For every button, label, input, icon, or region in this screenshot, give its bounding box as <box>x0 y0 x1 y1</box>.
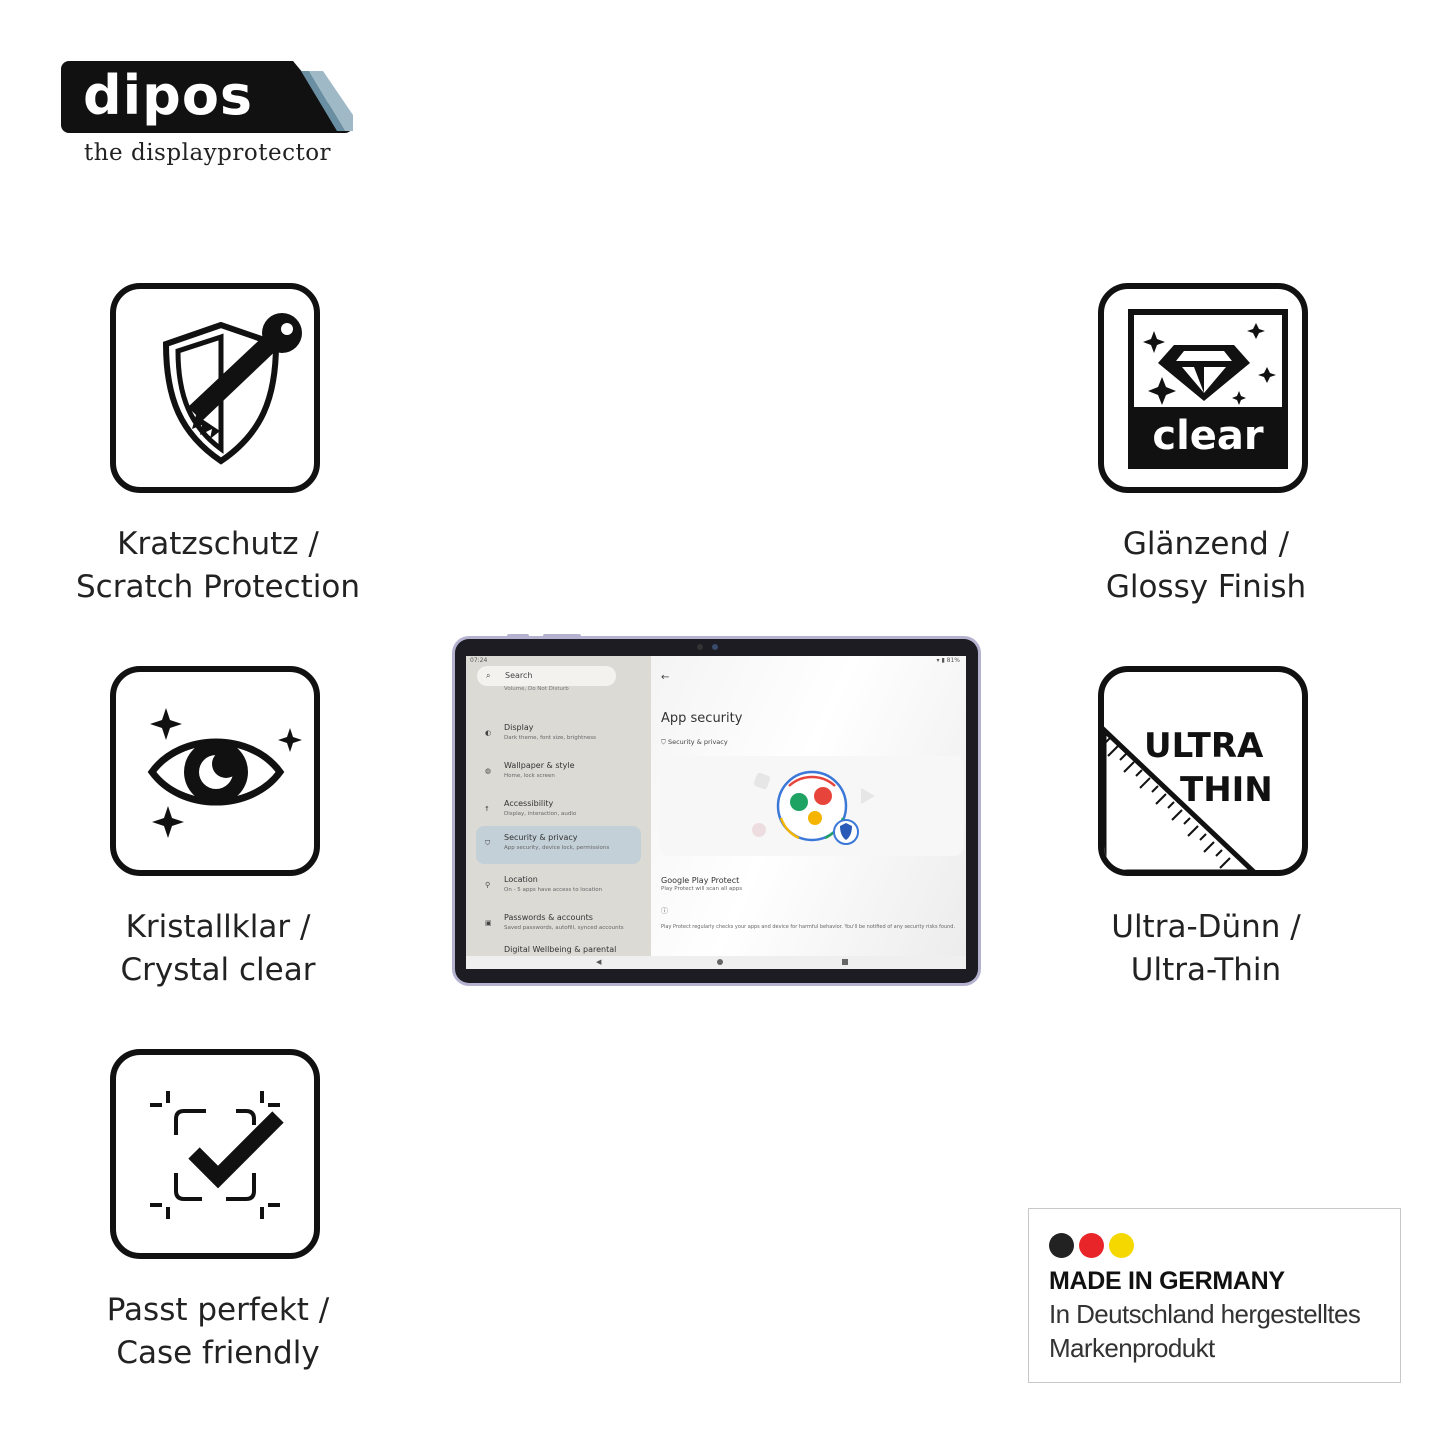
page-title: App security <box>661 711 743 726</box>
crystal-clear-caption: Kristallklar / Crystal clear <box>48 906 388 992</box>
sidebar-item-subtitle: On - 5 apps have access to location <box>504 887 603 893</box>
sidebar-item-subtitle: App security, device lock, permissions <box>504 845 610 851</box>
nav-back-icon[interactable]: ◀ <box>596 958 602 966</box>
settings-sidebar: 07:24 ⌕ Search Volume, Do Not Disturb ◐ … <box>466 656 651 956</box>
caption-line: Ultra-Thin <box>1130 952 1282 988</box>
camera-icon <box>697 644 703 650</box>
sidebar-item-title: Wallpaper & style <box>504 761 575 770</box>
sidebar-item-title: Digital Wellbeing & parental <box>504 945 617 954</box>
ultra-thin-ruler-icon <box>1104 726 1256 870</box>
sidebar-item-accessibility[interactable]: ☨ Accessibility Display, interaction, au… <box>476 792 641 828</box>
breadcrumb-label: Security & privacy <box>667 738 728 746</box>
sidebar-item-title: Display <box>504 723 534 732</box>
ultra-thin-caption: Ultra-Dünn / Ultra-Thin <box>1036 906 1376 992</box>
made-in-germany-line: In Deutschland hergestelltes <box>1049 1299 1361 1329</box>
caption-line: Kristallklar / <box>125 909 311 945</box>
frame-check-icon <box>150 1091 284 1219</box>
sidebar-item-location[interactable]: ⚲ Location On - 5 apps have access to lo… <box>476 868 641 904</box>
sidebar-item-security[interactable]: ⛉ Security & privacy App security, devic… <box>476 826 641 864</box>
crystal-clear-tile <box>110 666 320 876</box>
flag-dot-red <box>1079 1233 1104 1258</box>
eye-sparkle-icon <box>147 708 302 838</box>
tablet-device: 07:24 ⌕ Search Volume, Do Not Disturb ◐ … <box>455 634 978 983</box>
caption-line: Glossy Finish <box>1105 569 1307 605</box>
power-button <box>543 634 581 639</box>
sound-subtitle-cut: Volume, Do Not Disturb <box>504 686 569 692</box>
sensor-icon <box>712 644 718 650</box>
security-illustration <box>659 756 964 856</box>
sidebar-item-title: Location <box>504 875 538 884</box>
shield-key-icon <box>162 313 302 465</box>
location-icon: ⚲ <box>485 881 491 889</box>
search-input[interactable]: ⌕ Search <box>477 666 616 686</box>
sidebar-item-title: Passwords & accounts <box>504 913 593 922</box>
navigation-bar: ◀ <box>466 956 966 969</box>
sidebar-item-subtitle: Saved passwords, autofill, synced accoun… <box>504 925 624 931</box>
nav-home-icon[interactable] <box>717 959 723 965</box>
tablet-screen: 07:24 ⌕ Search Volume, Do Not Disturb ◐ … <box>466 656 966 969</box>
accessibility-icon: ☨ <box>485 805 489 813</box>
volume-button <box>507 634 529 639</box>
display-icon: ◐ <box>485 729 492 737</box>
caption-line: Passt perfekt / <box>106 1292 330 1328</box>
key-icon: ▣ <box>485 919 492 927</box>
caption-line: Scratch Protection <box>76 569 360 605</box>
caption-line: Case friendly <box>116 1335 320 1371</box>
thin-badge-line: THIN <box>1180 770 1273 810</box>
made-in-germany-title: MADE IN GERMANY <box>1049 1267 1285 1295</box>
info-icon: ⓘ <box>661 907 668 915</box>
glossy-finish-caption: Glänzend / Glossy Finish <box>1036 523 1376 609</box>
caption-line: Glänzend / <box>1122 526 1290 562</box>
play-protect-title[interactable]: Google Play Protect <box>661 876 740 885</box>
sidebar-item-passwords[interactable]: ▣ Passwords & accounts Saved passwords, … <box>476 906 641 942</box>
logo-wordmark: dipos <box>83 64 254 127</box>
palette-icon: ◍ <box>485 767 492 775</box>
flag-dot-gold <box>1109 1233 1134 1258</box>
play-protect-subtitle: Play Protect will scan all apps <box>661 886 743 892</box>
play-protect-illustration <box>752 770 875 845</box>
caption-line: Crystal clear <box>120 952 316 988</box>
search-placeholder: Search <box>505 671 533 680</box>
caption-line: Ultra-Dünn / <box>1111 909 1301 945</box>
sidebar-item-subtitle: Dark theme, font size, brightness <box>504 735 596 741</box>
nav-recents-icon[interactable] <box>842 959 848 965</box>
search-icon: ⌕ <box>486 671 491 680</box>
glossy-finish-tile: clear <box>1098 283 1308 493</box>
sidebar-item-subtitle: Display, interaction, audio <box>504 811 577 817</box>
ultra-badge-line: ULTRA <box>1144 726 1264 766</box>
breadcrumb[interactable]: ⛉ Security & privacy <box>661 738 728 746</box>
sidebar-item-title: Accessibility <box>504 799 554 808</box>
made-in-germany-badge: MADE IN GERMANY In Deutschland hergestel… <box>1028 1208 1401 1383</box>
case-friendly-caption: Passt perfekt / Case friendly <box>48 1289 388 1375</box>
clear-badge-label: clear <box>1152 413 1264 459</box>
app-security-panel: ▾ ▮ 81% ← App security ⛉ Security & priv… <box>651 656 966 956</box>
brand-tagline: the displayprotector <box>84 140 332 166</box>
sidebar-item-wallpaper[interactable]: ◍ Wallpaper & style Home, lock screen <box>476 754 641 790</box>
made-in-germany-line: Markenprodukt <box>1049 1333 1215 1363</box>
diamond-clear-icon <box>1128 309 1288 469</box>
status-time: 07:24 <box>470 657 488 664</box>
play-protect-description: Play Protect regularly checks your apps … <box>661 924 956 930</box>
caption-line: Kratzschutz / <box>117 526 319 562</box>
sidebar-item-wellbeing[interactable]: Digital Wellbeing & parental <box>476 942 641 956</box>
case-friendly-tile <box>110 1049 320 1259</box>
sidebar-item-display[interactable]: ◐ Display Dark theme, font size, brightn… <box>476 716 641 752</box>
sidebar-item-subtitle: Home, lock screen <box>504 773 555 779</box>
back-arrow-icon[interactable]: ← <box>661 672 670 683</box>
scratch-protection-tile <box>110 283 320 493</box>
flag-dot-black <box>1049 1233 1074 1258</box>
peel-corner-icon <box>293 61 353 133</box>
ultra-thin-tile: ULTRA THIN <box>1098 666 1308 876</box>
sidebar-item-title: Security & privacy <box>504 833 578 842</box>
dipos-logo: dipos <box>61 61 353 133</box>
scratch-protection-caption: Kratzschutz / Scratch Protection <box>48 523 388 609</box>
status-indicators: ▾ ▮ 81% <box>936 657 960 664</box>
shield-icon: ⛉ <box>485 839 491 847</box>
